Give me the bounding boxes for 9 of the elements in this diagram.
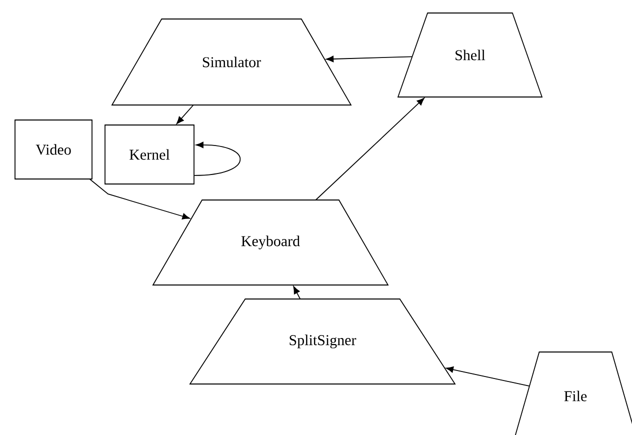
arrow [446,366,530,387]
rectangle-node: Video [14,120,92,180]
arrow [293,286,301,300]
arrow [194,142,241,176]
arrow [176,104,194,124]
arrow [326,56,413,62]
arrow [89,178,190,220]
arrow [315,98,424,200]
rectangle-node: Kernel [104,124,194,184]
